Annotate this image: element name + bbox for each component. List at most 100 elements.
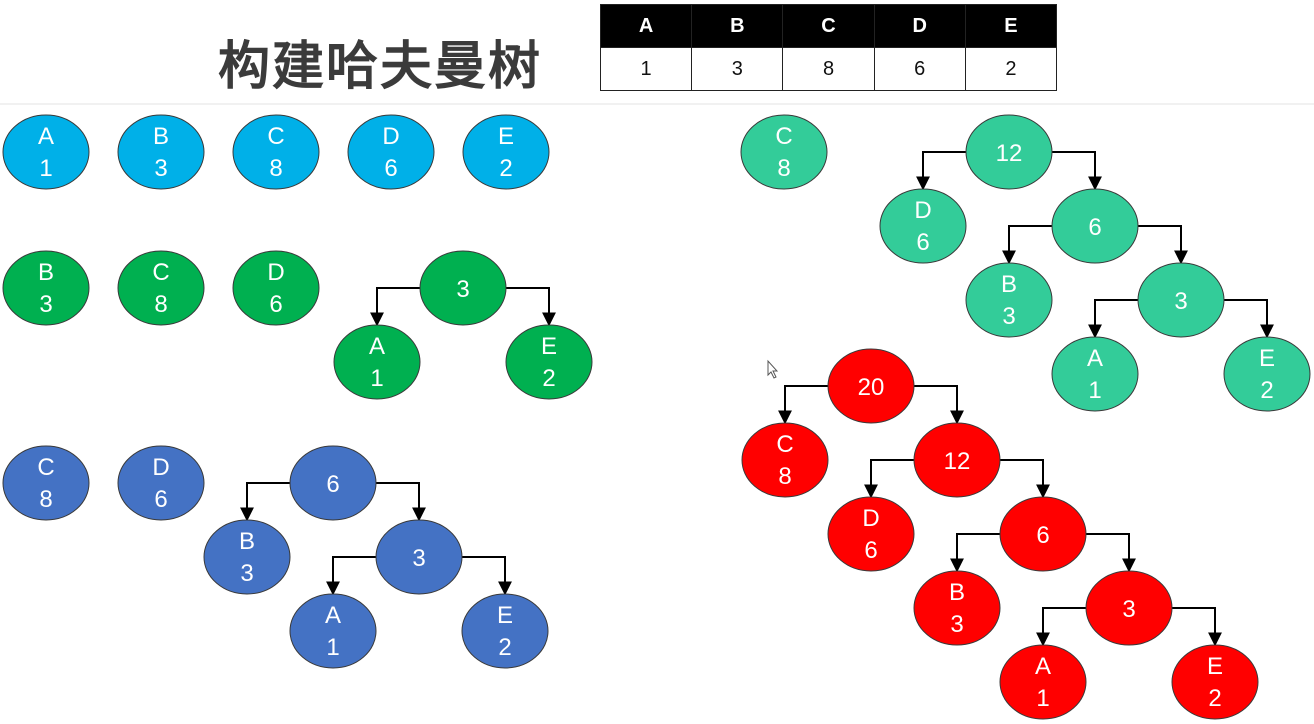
node-weight: 1 bbox=[39, 155, 52, 182]
node-circle bbox=[879, 188, 967, 264]
node-weight: 12 bbox=[944, 448, 971, 475]
node-circle bbox=[419, 250, 507, 326]
node-weight: 3 bbox=[950, 611, 963, 638]
edge-arrow-left bbox=[864, 459, 914, 499]
node-circle bbox=[2, 250, 90, 326]
node-weight: 8 bbox=[39, 486, 52, 513]
node-circle bbox=[827, 348, 915, 424]
node-letter: B bbox=[239, 528, 255, 555]
node-circle bbox=[232, 114, 320, 190]
node-letter: C bbox=[267, 123, 284, 150]
frequency-value-d: 6 bbox=[873, 47, 966, 91]
node-weight: 2 bbox=[499, 155, 512, 182]
node-letter: D bbox=[267, 259, 284, 286]
node-letter: A bbox=[1087, 345, 1103, 372]
node-weight: 2 bbox=[1260, 377, 1273, 404]
node-circle bbox=[117, 445, 205, 521]
node-letter: A bbox=[1035, 653, 1051, 680]
edge-arrow-left bbox=[240, 482, 290, 522]
node-internal-3: 3 bbox=[1085, 570, 1173, 646]
node-internal-3: 3 bbox=[419, 250, 507, 326]
node-a: A1 bbox=[1051, 336, 1139, 412]
node-weight: 1 bbox=[1088, 377, 1101, 404]
node-weight: 3 bbox=[154, 155, 167, 182]
node-letter: E bbox=[541, 333, 557, 360]
node-letter: A bbox=[325, 602, 341, 629]
edge-arrow-left bbox=[1002, 225, 1052, 265]
node-circle bbox=[741, 422, 829, 498]
node-letter: B bbox=[38, 259, 54, 286]
node-a: A1 bbox=[333, 324, 421, 400]
node-a: A1 bbox=[289, 593, 377, 669]
edge-arrow-left bbox=[1036, 607, 1086, 647]
node-weight: 8 bbox=[778, 463, 791, 490]
node-circle bbox=[827, 496, 915, 572]
node-internal-3: 3 bbox=[1137, 262, 1225, 338]
node-circle bbox=[203, 519, 291, 595]
node-b: B3 bbox=[2, 250, 90, 326]
node-weight: 3 bbox=[1174, 288, 1187, 315]
edge-arrow-right bbox=[1052, 151, 1102, 191]
node-circle bbox=[461, 593, 549, 669]
node-circle bbox=[740, 114, 828, 190]
node-weight: 6 bbox=[269, 291, 282, 318]
node-internal-6: 6 bbox=[1051, 188, 1139, 264]
edge-arrow-right bbox=[1000, 459, 1050, 499]
edge-arrow-right bbox=[462, 556, 512, 596]
node-weight: 1 bbox=[1036, 685, 1049, 712]
node-circle bbox=[1051, 188, 1139, 264]
edge-arrow-right bbox=[1138, 225, 1188, 265]
node-weight: 3 bbox=[39, 291, 52, 318]
node-circle bbox=[289, 593, 377, 669]
node-internal-12: 12 bbox=[913, 422, 1001, 498]
node-d: D6 bbox=[879, 188, 967, 264]
edge-arrow-left bbox=[370, 287, 420, 327]
node-weight: 8 bbox=[269, 155, 282, 182]
node-internal-20: 20 bbox=[827, 348, 915, 424]
node-letter: B bbox=[153, 123, 169, 150]
edge-arrow-right bbox=[376, 482, 426, 522]
node-weight: 3 bbox=[456, 276, 469, 303]
node-circle bbox=[462, 114, 550, 190]
node-letter: C bbox=[776, 431, 793, 458]
node-d: D6 bbox=[827, 496, 915, 572]
node-b: B3 bbox=[965, 262, 1053, 338]
node-c: C8 bbox=[741, 422, 829, 498]
frequency-header-a: A bbox=[599, 4, 693, 48]
frequency-header-e: E bbox=[964, 4, 1058, 48]
node-letter: E bbox=[1207, 653, 1223, 680]
mouse-cursor-icon bbox=[767, 359, 779, 379]
node-e: E2 bbox=[505, 324, 593, 400]
node-weight: 2 bbox=[542, 365, 555, 392]
node-circle bbox=[1085, 570, 1173, 646]
node-internal-12: 12 bbox=[965, 114, 1053, 190]
node-circle bbox=[1137, 262, 1225, 338]
node-a: A1 bbox=[2, 114, 90, 190]
page-title: 构建哈夫曼树 bbox=[218, 37, 543, 97]
node-weight: 6 bbox=[1036, 522, 1049, 549]
edge-arrow-right bbox=[1172, 607, 1222, 647]
node-e: E2 bbox=[462, 114, 550, 190]
node-letter: E bbox=[1259, 345, 1275, 372]
frequency-table-header-row: A B C D E bbox=[599, 4, 1058, 48]
node-letter: D bbox=[152, 454, 169, 481]
node-weight: 3 bbox=[1002, 303, 1015, 330]
node-letter: C bbox=[775, 123, 792, 150]
edge-arrow-left bbox=[916, 151, 966, 191]
node-b: B3 bbox=[117, 114, 205, 190]
header-divider bbox=[0, 103, 1314, 105]
node-weight: 3 bbox=[412, 545, 425, 572]
node-weight: 6 bbox=[326, 471, 339, 498]
node-c: C8 bbox=[740, 114, 828, 190]
node-letter: A bbox=[369, 333, 385, 360]
node-letter: D bbox=[382, 123, 399, 150]
node-circle bbox=[333, 324, 421, 400]
node-circle bbox=[999, 644, 1087, 720]
node-weight: 8 bbox=[777, 155, 790, 182]
frequency-value-c: 8 bbox=[782, 47, 875, 91]
node-circle bbox=[1223, 336, 1311, 412]
node-letter: A bbox=[38, 123, 54, 150]
frequency-header-d: D bbox=[873, 4, 966, 48]
node-c: C8 bbox=[2, 445, 90, 521]
node-circle bbox=[965, 114, 1053, 190]
